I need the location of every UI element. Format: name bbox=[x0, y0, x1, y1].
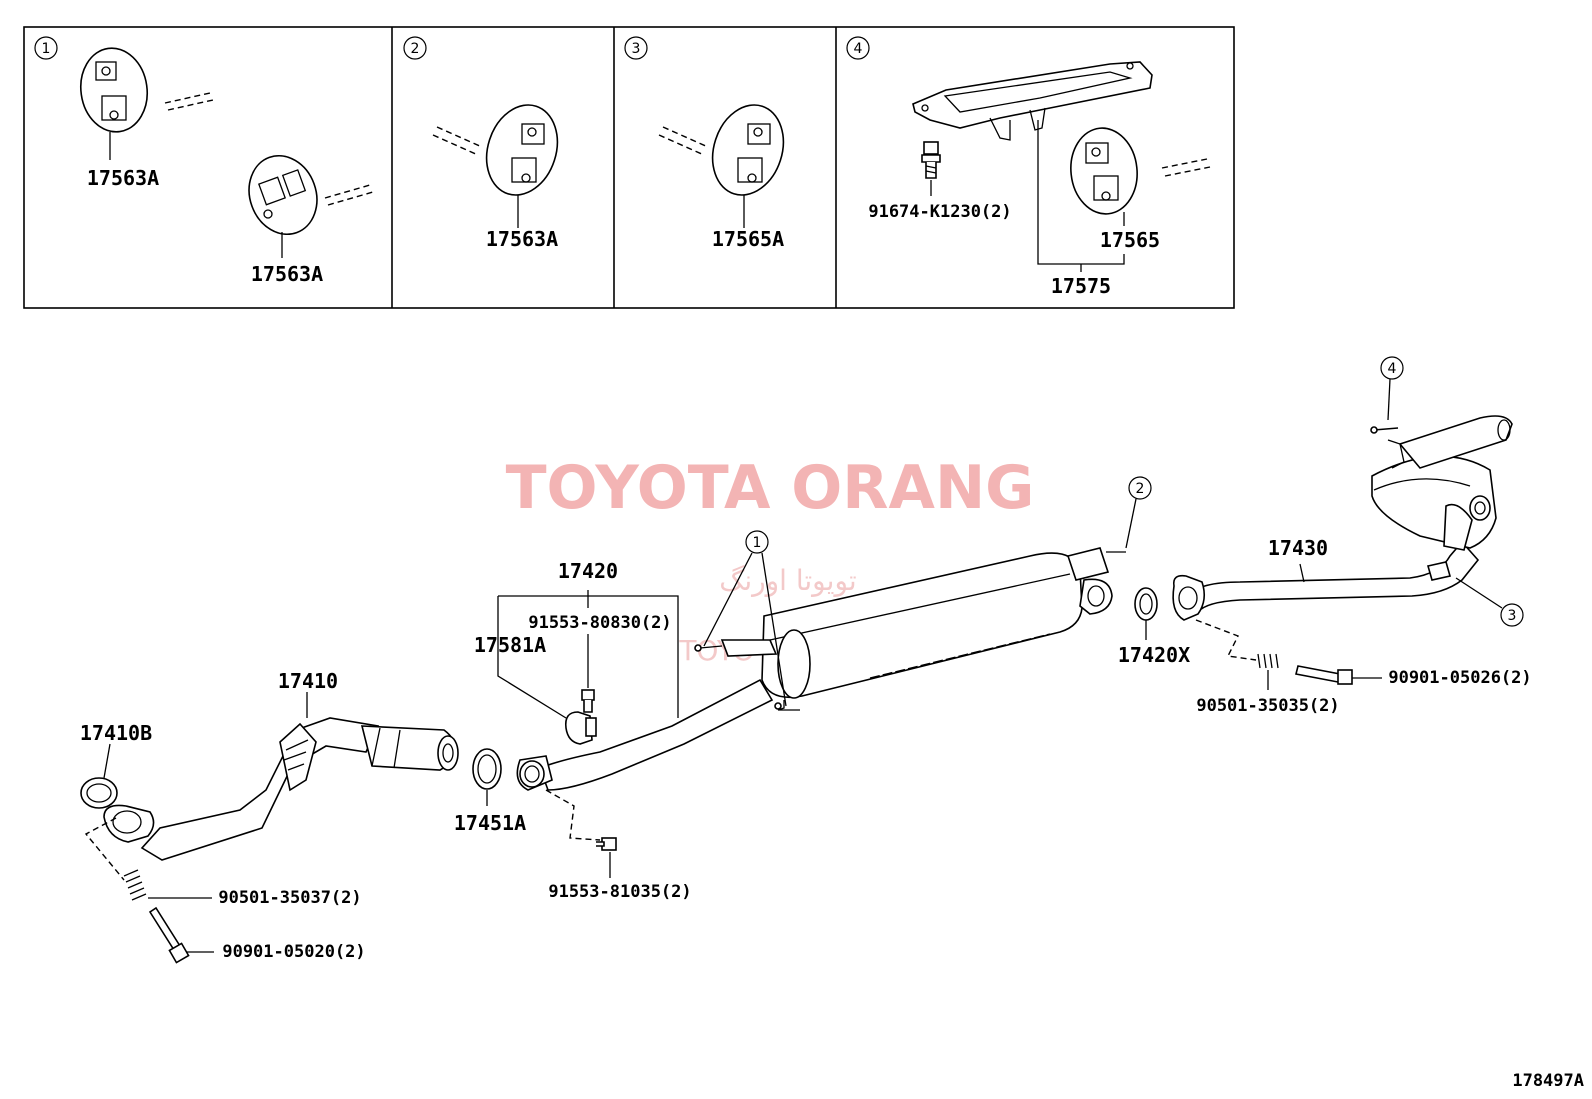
spring-icon bbox=[123, 869, 147, 901]
inset-number-3: 3 bbox=[624, 36, 648, 60]
label-91674-K1230: 91674-K1230(2) bbox=[868, 202, 1011, 222]
label-17581A: 17581A bbox=[474, 633, 546, 657]
figure-id: 178497A bbox=[1512, 1071, 1584, 1091]
svg-text:4: 4 bbox=[854, 41, 863, 57]
rubber-hanger-icon bbox=[80, 47, 148, 133]
svg-text:3: 3 bbox=[632, 41, 641, 57]
label-17430: 17430 bbox=[1268, 536, 1328, 560]
inset-panels bbox=[23, 26, 1235, 309]
hanger-bracket-icon bbox=[912, 61, 1153, 141]
inset-number-4: 4 bbox=[846, 36, 870, 60]
svg-text:2: 2 bbox=[1136, 481, 1145, 497]
label-17565: 17565 bbox=[1100, 228, 1160, 252]
label-17563A-b: 17563A bbox=[251, 262, 323, 286]
bolt-icon bbox=[1295, 665, 1353, 685]
rubber-hanger-icon bbox=[248, 154, 318, 236]
svg-text:1: 1 bbox=[753, 535, 762, 551]
clamp-17581A bbox=[564, 711, 597, 745]
label-90901-05020: 90901-05020(2) bbox=[222, 942, 365, 962]
label-17575: 17575 bbox=[1051, 274, 1111, 298]
rubber-hanger-icon bbox=[485, 104, 559, 196]
bolt-icon bbox=[921, 141, 941, 179]
label-17451A: 17451A bbox=[454, 811, 526, 835]
pin-dashes bbox=[658, 126, 709, 156]
gasket-17420X bbox=[1134, 587, 1158, 621]
watermark: TOYOTA ORANG تویوتا اورنگ TOYOTAPART.IR bbox=[506, 453, 1035, 667]
label-90501-35035: 90501-35035(2) bbox=[1196, 696, 1339, 716]
gasket-17451A bbox=[472, 748, 502, 790]
callout-2: 2 bbox=[1125, 476, 1152, 549]
label-17563A-c: 17563A bbox=[486, 227, 558, 251]
label-17410: 17410 bbox=[278, 669, 338, 693]
bolt-icon bbox=[596, 837, 617, 851]
inset-3: 3 17565A bbox=[624, 36, 785, 251]
label-17410B: 17410B bbox=[80, 721, 152, 745]
label-90901-05026: 90901-05026(2) bbox=[1388, 668, 1531, 688]
tail-pipe-17430 bbox=[1172, 415, 1513, 621]
callout-3: 3 bbox=[1455, 577, 1524, 627]
callout-4: 4 bbox=[1370, 356, 1404, 434]
spring-icon bbox=[1257, 653, 1279, 669]
bolt-icon bbox=[581, 689, 595, 713]
inset-2: 2 17563A bbox=[403, 36, 559, 251]
watermark-title: TOYOTA ORANG bbox=[506, 453, 1035, 523]
bolt-icon bbox=[148, 906, 190, 964]
label-91553-81035: 91553-81035(2) bbox=[548, 882, 691, 902]
inset-4: 4 91674-K1230(2) 17565 bbox=[846, 36, 1211, 298]
label-17420X: 17420X bbox=[1118, 643, 1190, 667]
label-17565A: 17565A bbox=[712, 227, 784, 251]
svg-text:1: 1 bbox=[42, 41, 51, 57]
callout-1: 1 bbox=[703, 530, 787, 707]
assembly-dashes bbox=[84, 817, 125, 881]
svg-text:3: 3 bbox=[1508, 608, 1517, 624]
svg-text:4: 4 bbox=[1388, 361, 1397, 377]
pin-dashes bbox=[1161, 158, 1211, 177]
label-17420: 17420 bbox=[558, 559, 618, 583]
assembly-dashes bbox=[1195, 619, 1257, 661]
label-90501-35037: 90501-35037(2) bbox=[218, 888, 361, 908]
center-pipe-17420 bbox=[516, 547, 1126, 791]
pin-dashes bbox=[432, 126, 483, 156]
svg-text:2: 2 bbox=[411, 41, 420, 57]
rubber-hanger-icon bbox=[711, 104, 785, 196]
label-91553-80830: 91553-80830(2) bbox=[528, 613, 671, 633]
inset-number-2: 2 bbox=[403, 36, 427, 60]
gasket-17410B bbox=[80, 777, 118, 809]
rubber-hanger-icon bbox=[1070, 127, 1138, 215]
pin-dashes bbox=[324, 184, 374, 206]
front-pipe-17410 bbox=[103, 717, 459, 861]
inset-1: 1 17563A 17563A bbox=[34, 36, 374, 286]
pin-dashes bbox=[164, 92, 214, 111]
label-17563A-a: 17563A bbox=[87, 166, 159, 190]
assembly-dashes bbox=[545, 789, 601, 841]
watermark-persian: تویوتا اورنگ bbox=[719, 564, 856, 597]
inset-number-1: 1 bbox=[34, 36, 58, 60]
